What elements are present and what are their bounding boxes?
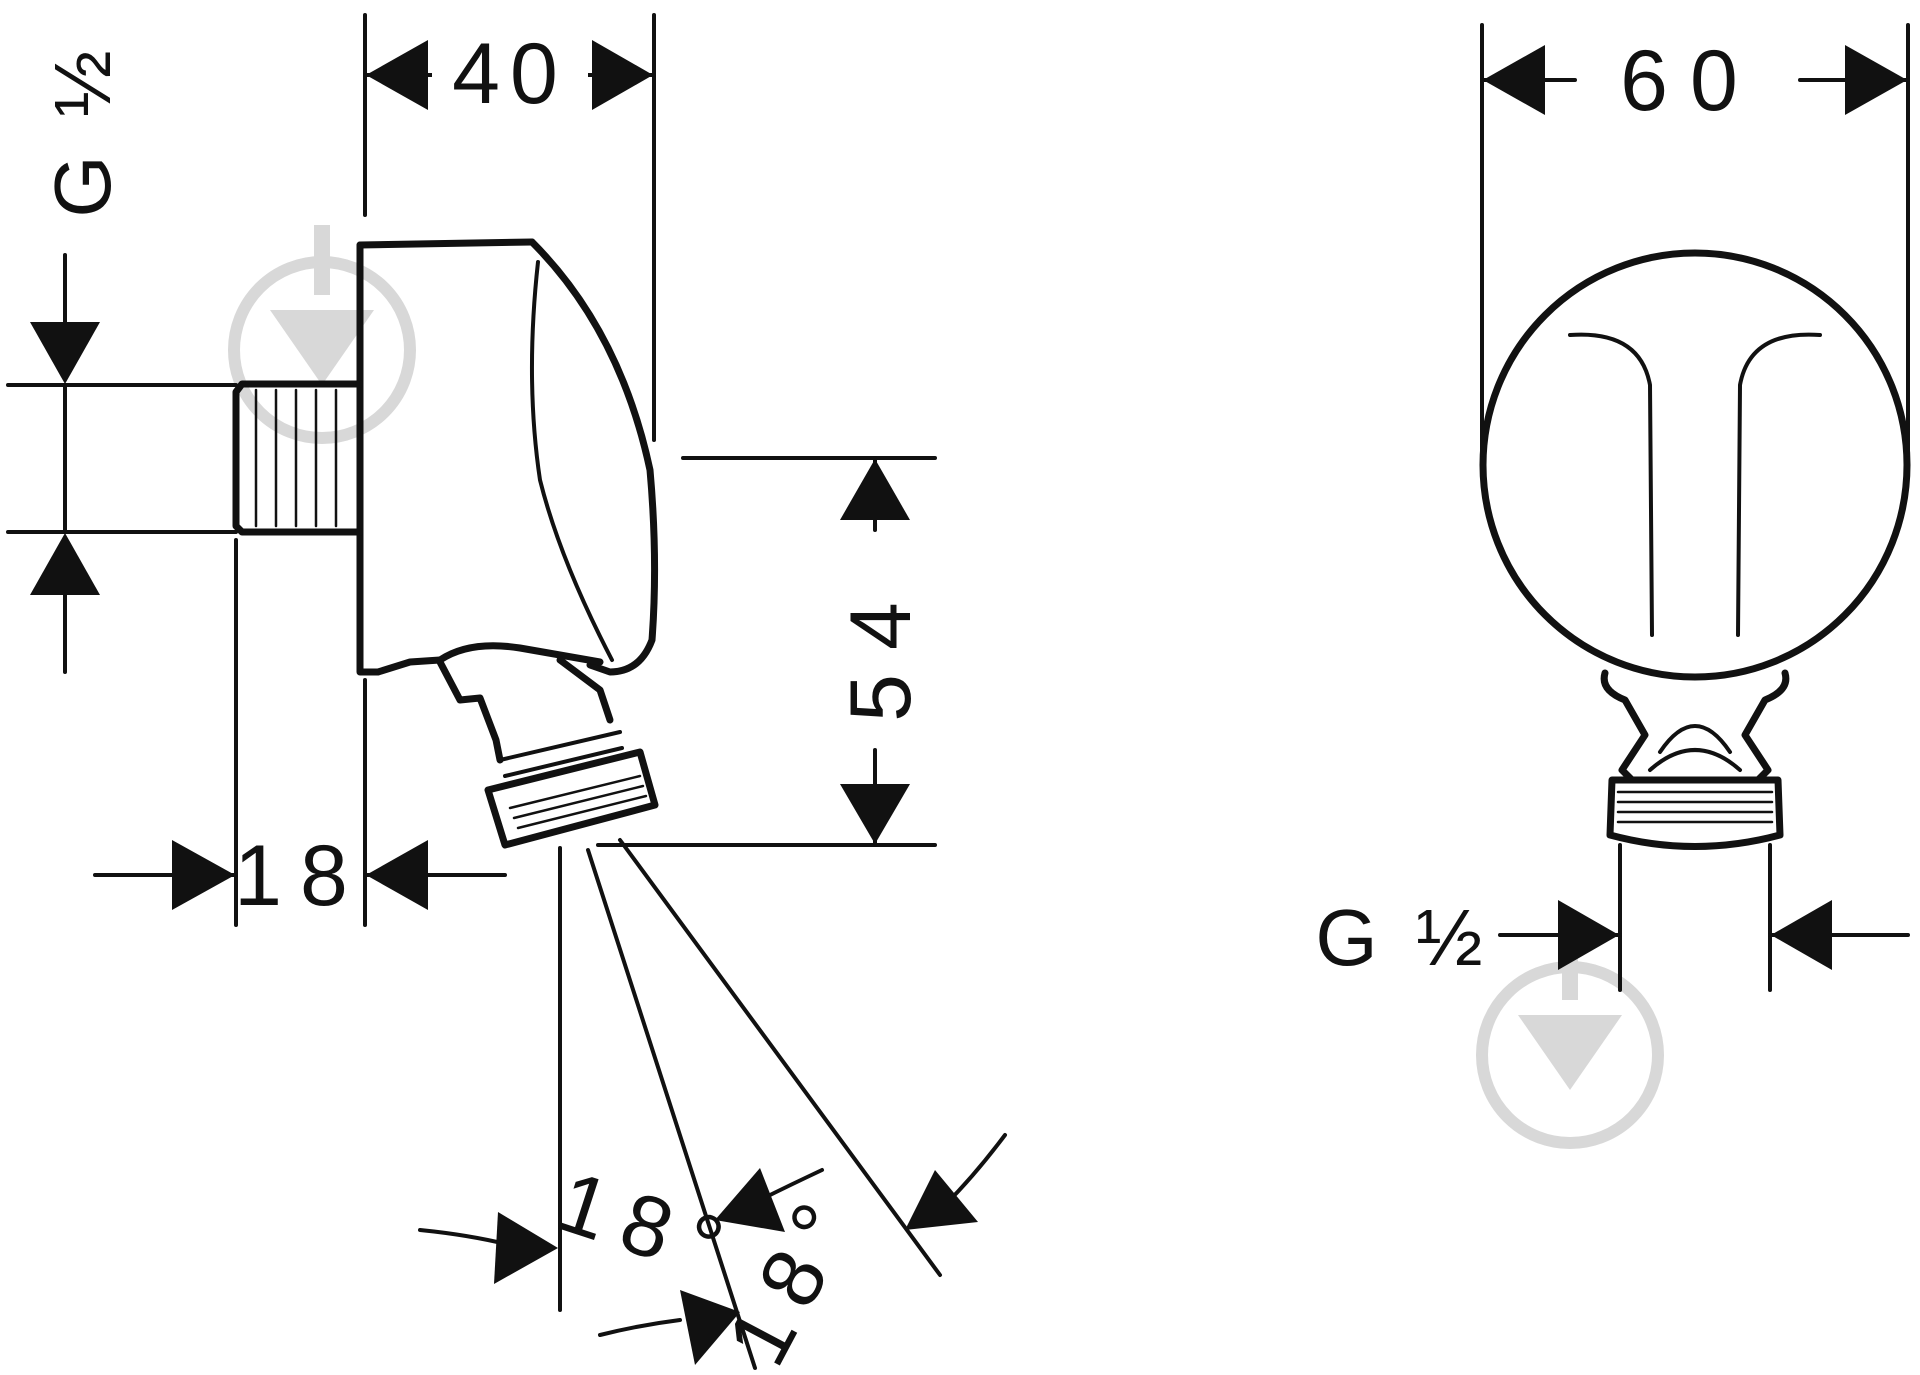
dimension-60: 60	[1480, 23, 1910, 457]
dimension-40-label: 40	[452, 26, 568, 122]
front-view	[1479, 249, 1911, 850]
outlet-body	[528, 238, 659, 676]
dimension-thread-side: G ½	[6, 42, 238, 674]
dimension-18-depth-label: 18	[234, 828, 366, 924]
thread-label-side: G ½	[38, 42, 127, 217]
dimension-40: 40	[363, 13, 656, 442]
front-connector	[1600, 669, 1649, 784]
inlet-threads	[254, 388, 338, 528]
angle-1-label: 18°	[547, 1153, 752, 1301]
dimension-thread-front: G ½	[1315, 843, 1910, 992]
dimension-54-label: 54	[833, 578, 929, 722]
side-view	[232, 238, 659, 849]
swivel-connector	[436, 658, 504, 764]
dimension-54: 54	[596, 456, 937, 847]
front-nut	[1606, 776, 1784, 850]
dimension-60-label: 60	[1620, 33, 1760, 129]
hose-nut	[484, 748, 659, 849]
dimension-18-depth: 18	[93, 538, 507, 927]
spray-angle-lines	[558, 838, 942, 1370]
watermark-logo-icon	[228, 225, 416, 444]
thread-label-front: G ½	[1315, 893, 1490, 982]
front-plate-circle	[1479, 249, 1911, 681]
threaded-inlet	[232, 380, 364, 536]
